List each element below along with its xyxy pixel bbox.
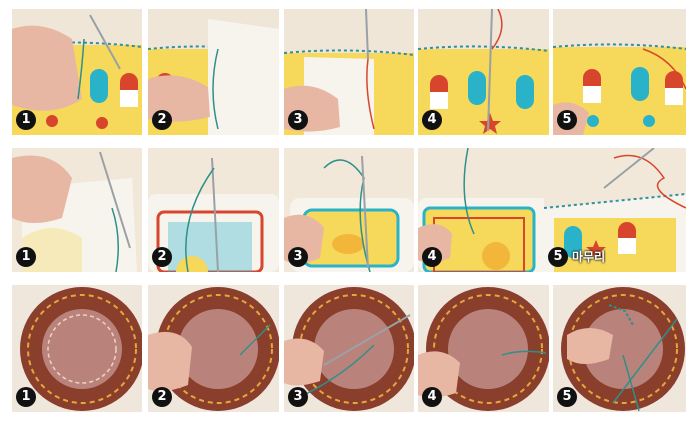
step-number-badge: 2 — [152, 110, 172, 130]
row2-step1-illustration — [12, 148, 142, 272]
step-number-badge: 5 — [557, 110, 577, 130]
step-number-badge: 3 — [288, 387, 308, 407]
row1-step4-photo: 4 — [418, 9, 549, 135]
step-number-badge: 4 — [422, 247, 442, 267]
step-number-badge: 4 — [422, 110, 442, 130]
step-number-badge: 5 — [557, 387, 577, 407]
row2-step5-illustration — [544, 148, 686, 272]
row1-step4-illustration — [418, 9, 549, 135]
step-number-badge: 2 — [152, 247, 172, 267]
row2-step3-photo: 3 — [284, 148, 414, 272]
row3-step2-illustration — [148, 285, 279, 412]
row1-step1-photo: 1 — [12, 9, 142, 135]
step-number-badge: 1 — [16, 387, 36, 407]
step-number-badge: 4 — [422, 387, 442, 407]
row1-step2-photo: 2 — [148, 9, 279, 135]
row2-step5-photo: 5 마무리 — [544, 148, 686, 272]
row1-step5-photo: 5 — [553, 9, 686, 135]
row3-step1-photo: 1 — [12, 285, 142, 412]
row3-step5-photo: 5 — [553, 285, 686, 412]
row3-step3-photo: 3 — [284, 285, 414, 412]
step-number-badge: 5 — [548, 247, 568, 267]
step-number-badge: 3 — [288, 247, 308, 267]
row2-step2-photo: 2 — [148, 148, 279, 272]
step-caption: 마무리 — [572, 250, 606, 264]
row2-step1-photo: 1 — [12, 148, 142, 272]
row2-step4-photo: 4 — [418, 148, 549, 272]
row3-step4-photo: 4 — [418, 285, 549, 412]
row3-step3-illustration — [284, 285, 414, 412]
row3-step5-illustration — [553, 285, 686, 412]
row3-step4-illustration — [418, 285, 549, 412]
step-number-badge: 3 — [288, 110, 308, 130]
step-number-badge: 2 — [152, 387, 172, 407]
row3-step2-photo: 2 — [148, 285, 279, 412]
row1-step1-illustration — [12, 9, 142, 135]
row1-step3-photo: 3 — [284, 9, 414, 135]
row2-step4-illustration — [418, 148, 549, 272]
step-number-badge: 1 — [16, 110, 36, 130]
step-number-badge: 1 — [16, 247, 36, 267]
